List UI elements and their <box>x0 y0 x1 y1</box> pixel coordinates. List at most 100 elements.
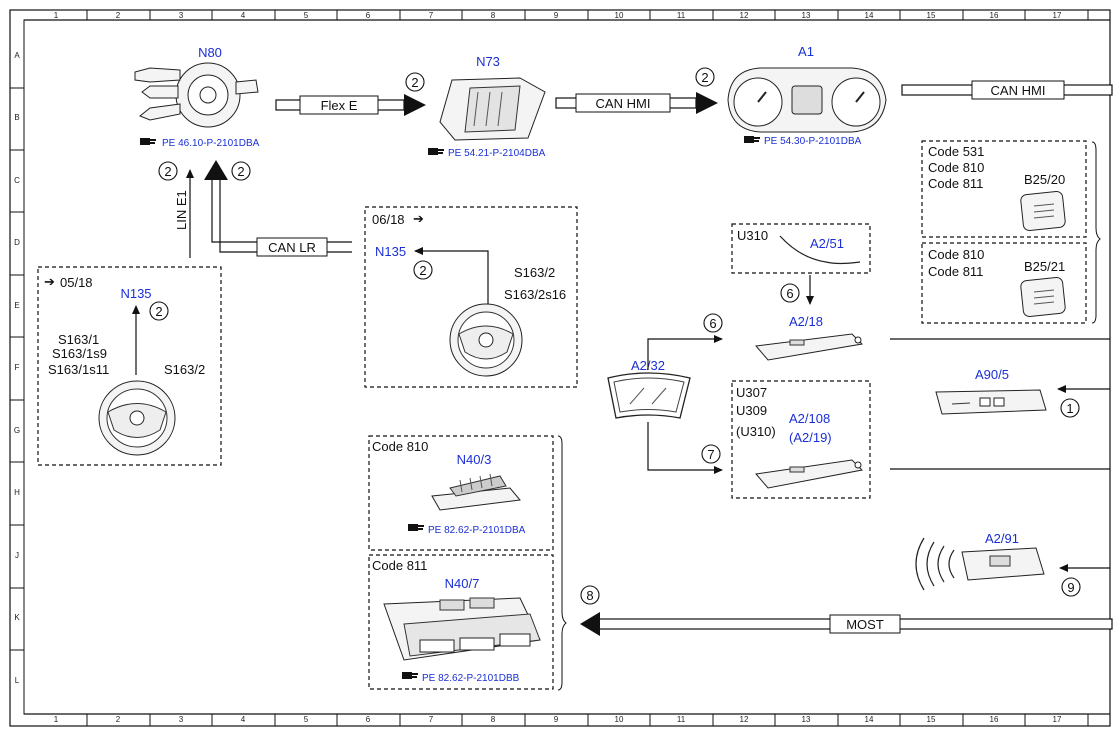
col-label: 15 <box>927 715 936 724</box>
code-label: Code 810 <box>928 247 984 262</box>
n40-7-box[interactable]: Code 811 N40/7 PE 82.62-P-2101DBB <box>368 554 554 690</box>
most-label: MOST <box>846 617 884 632</box>
bus-can-lr: CAN LR <box>204 160 352 257</box>
switch-label: S163/2 <box>164 362 205 377</box>
a2-108-box[interactable]: U307 U309 (U310) A2/108 (A2/19) <box>731 380 871 499</box>
code-label: Code 811 <box>928 176 983 191</box>
pointing-hand-icon <box>408 524 424 531</box>
code-label: Code 811 <box>372 558 427 573</box>
arrow-head-icon <box>404 94 426 116</box>
arrow-right-icon: ➔ <box>413 211 424 226</box>
row-label: H <box>14 488 20 497</box>
col-label: 14 <box>865 11 874 20</box>
pointing-hand-icon <box>402 672 418 679</box>
can-hmi-label: CAN HMI <box>596 96 651 111</box>
grid-ruler-left: A B C D E F G H J K L <box>10 51 24 685</box>
a2-32-windshield[interactable]: A2/32 <box>607 358 691 419</box>
code-label: Code 531 <box>928 144 984 159</box>
bus-can-hmi-1: CAN HMI <box>555 92 718 114</box>
marker-7: 7 <box>701 444 721 464</box>
stalk-left-top <box>134 67 181 83</box>
marker-6: 6 <box>703 313 723 333</box>
a2-108-label: A2/108 <box>789 411 830 426</box>
col-label: 14 <box>865 715 874 724</box>
group-bracket <box>1091 141 1101 324</box>
b25-21-box[interactable]: Code 810 Code 811 B25/21 <box>921 242 1087 324</box>
col-label: 11 <box>677 11 686 20</box>
arrow-head-icon <box>580 612 600 636</box>
arrow-right-icon: ➔ <box>44 274 55 289</box>
marker-2: 2 <box>405 72 425 92</box>
col-label: 13 <box>802 715 811 724</box>
n135-box-0618[interactable]: 06/18 ➔ N135 2 S163/2 S163/2s16 <box>364 206 578 388</box>
switch-label: S163/1s11 <box>48 362 109 377</box>
col-label: 6 <box>366 11 371 20</box>
marker-2: 2 <box>413 260 433 280</box>
switch-label: S163/2 <box>514 265 555 280</box>
switch-label: S163/1 <box>58 332 99 347</box>
row-label: C <box>14 176 20 185</box>
col-label: 2 <box>116 11 121 20</box>
row-label: E <box>14 301 19 310</box>
a2-51-box[interactable]: U310 A2/51 <box>731 223 871 274</box>
lin-e1-label: LIN E1 <box>174 190 189 230</box>
signal-arrow <box>647 422 723 474</box>
pointing-hand-icon <box>428 148 444 155</box>
a2-18-antenna-amplifier[interactable]: A2/18 <box>755 314 864 361</box>
n80-ref[interactable]: PE 46.10-P-2101DBA <box>162 138 260 149</box>
a2-91-receiver[interactable]: A2/91 <box>915 531 1045 591</box>
svg-text:9: 9 <box>1067 580 1074 595</box>
amplifier-icon <box>431 473 521 511</box>
steering-wheel-icon <box>449 303 523 377</box>
sensor-icon <box>1020 276 1066 318</box>
flex-e-label: Flex E <box>321 98 358 113</box>
a90-5-label: A90/5 <box>975 367 1009 382</box>
n40-3-ref[interactable]: PE 82.62-P-2101DBA <box>428 525 526 536</box>
amplifier-icon <box>383 597 541 661</box>
grid-ruler-top: 1 2 3 4 5 6 7 8 9 10 11 12 13 14 15 16 1… <box>24 10 1110 21</box>
pointing-hand-icon <box>140 138 156 145</box>
col-label: 5 <box>304 715 309 724</box>
marker-9: 9 <box>1061 577 1081 597</box>
svg-text:6: 6 <box>709 316 716 331</box>
a1-instrument-cluster[interactable]: A1 PE 54.30-P-2101DBA <box>727 44 887 147</box>
row-label: D <box>14 238 20 247</box>
col-label: 5 <box>304 11 309 20</box>
col-label: 9 <box>554 11 559 20</box>
col-label: 12 <box>740 715 749 724</box>
b25-21-label: B25/21 <box>1024 259 1065 274</box>
svg-text:2: 2 <box>411 75 418 90</box>
a2-19-label: (A2/19) <box>789 430 832 445</box>
col-label: 10 <box>615 11 624 20</box>
n73-electronic-ignition-lock[interactable]: N73 PE 54.21-P-2104DBA <box>428 54 546 159</box>
code-label: Code 811 <box>928 264 983 279</box>
n40-3-box[interactable]: Code 810 N40/3 PE 82.62-P-2101DBA <box>368 435 554 551</box>
marker-2: 2 <box>231 161 251 181</box>
col-label: 12 <box>740 11 749 20</box>
n80-label: N80 <box>198 45 222 60</box>
n73-ref[interactable]: PE 54.21-P-2104DBA <box>448 148 546 159</box>
a90-5-module[interactable]: A90/5 <box>935 367 1047 415</box>
date-label: 06/18 <box>372 212 405 227</box>
a1-ref[interactable]: PE 54.30-P-2101DBA <box>764 136 862 147</box>
switch-label: S163/2s16 <box>504 287 566 302</box>
col-label: 15 <box>927 11 936 20</box>
col-label: 10 <box>615 715 624 724</box>
marker-2: 2 <box>149 301 169 321</box>
col-label: 3 <box>179 11 184 20</box>
b25-20-box[interactable]: Code 531 Code 810 Code 811 B25/20 <box>921 140 1087 238</box>
n135-box-0518[interactable]: ➔ 05/18 N135 2 S163/1 S163/1s9 S163/1s11… <box>37 266 222 466</box>
steering-wheel-icon <box>98 380 176 456</box>
n135-label: N135 <box>120 286 151 301</box>
can-hmi-label: CAN HMI <box>991 83 1046 98</box>
svg-text:1: 1 <box>1066 401 1073 416</box>
svg-text:6: 6 <box>786 286 793 301</box>
n40-7-ref[interactable]: PE 82.62-P-2101DBB <box>422 673 520 684</box>
n80-steering-column-module[interactable]: N80 PE 46.10-P-2101DBA <box>134 45 260 149</box>
col-label: 8 <box>491 11 496 20</box>
date-label: 05/18 <box>60 275 93 290</box>
marker-8: 8 <box>580 585 600 605</box>
marker-2: 2 <box>695 67 715 87</box>
col-label: 6 <box>366 715 371 724</box>
